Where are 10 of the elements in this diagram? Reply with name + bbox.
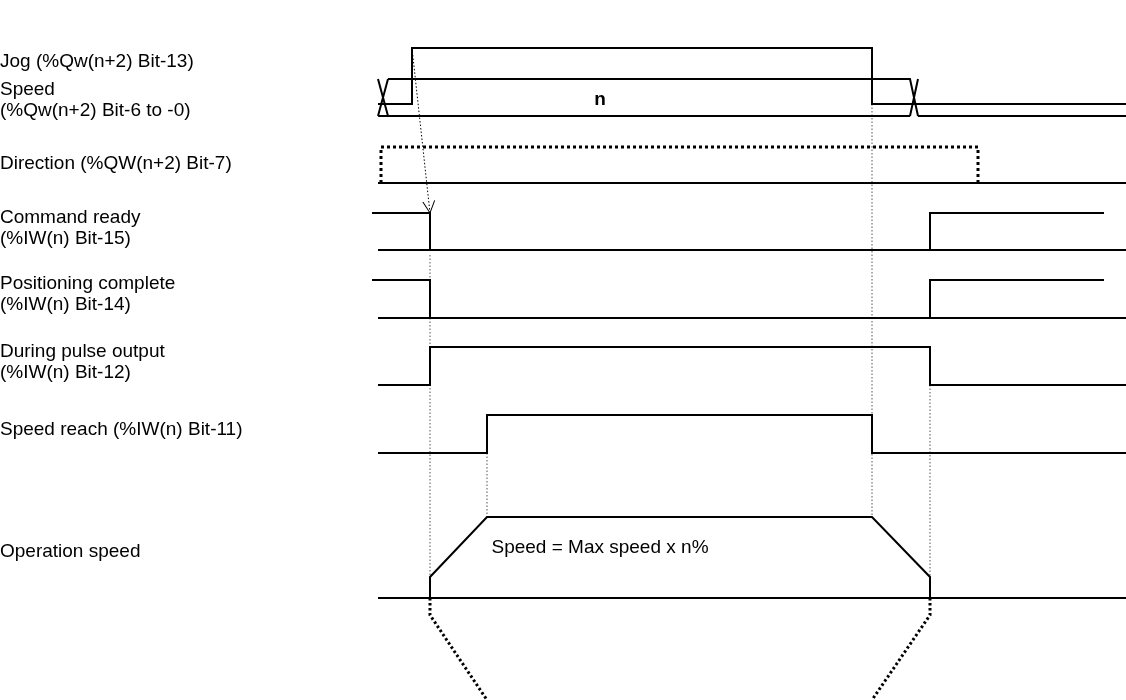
signal-label: Jog (%Qw(n+2) Bit-13) [0, 50, 194, 71]
signal-label: During pulse output (%IW(n) Bit-12) [0, 340, 165, 382]
formula-text: Speed = Max speed x n% [491, 536, 709, 557]
signal-label: Operation speed [0, 540, 141, 561]
signal-label: Speed reach (%IW(n) Bit-11) [0, 418, 243, 439]
signal-label: Speed (%Qw(n+2) Bit-6 to -0) [0, 78, 191, 120]
signal-label: Command ready (%IW(n) Bit-15) [0, 206, 141, 248]
bus-value: n [594, 88, 606, 109]
signal-label: Direction (%QW(n+2) Bit-7) [0, 152, 232, 173]
signal-label: Positioning complete (%IW(n) Bit-14) [0, 272, 176, 314]
